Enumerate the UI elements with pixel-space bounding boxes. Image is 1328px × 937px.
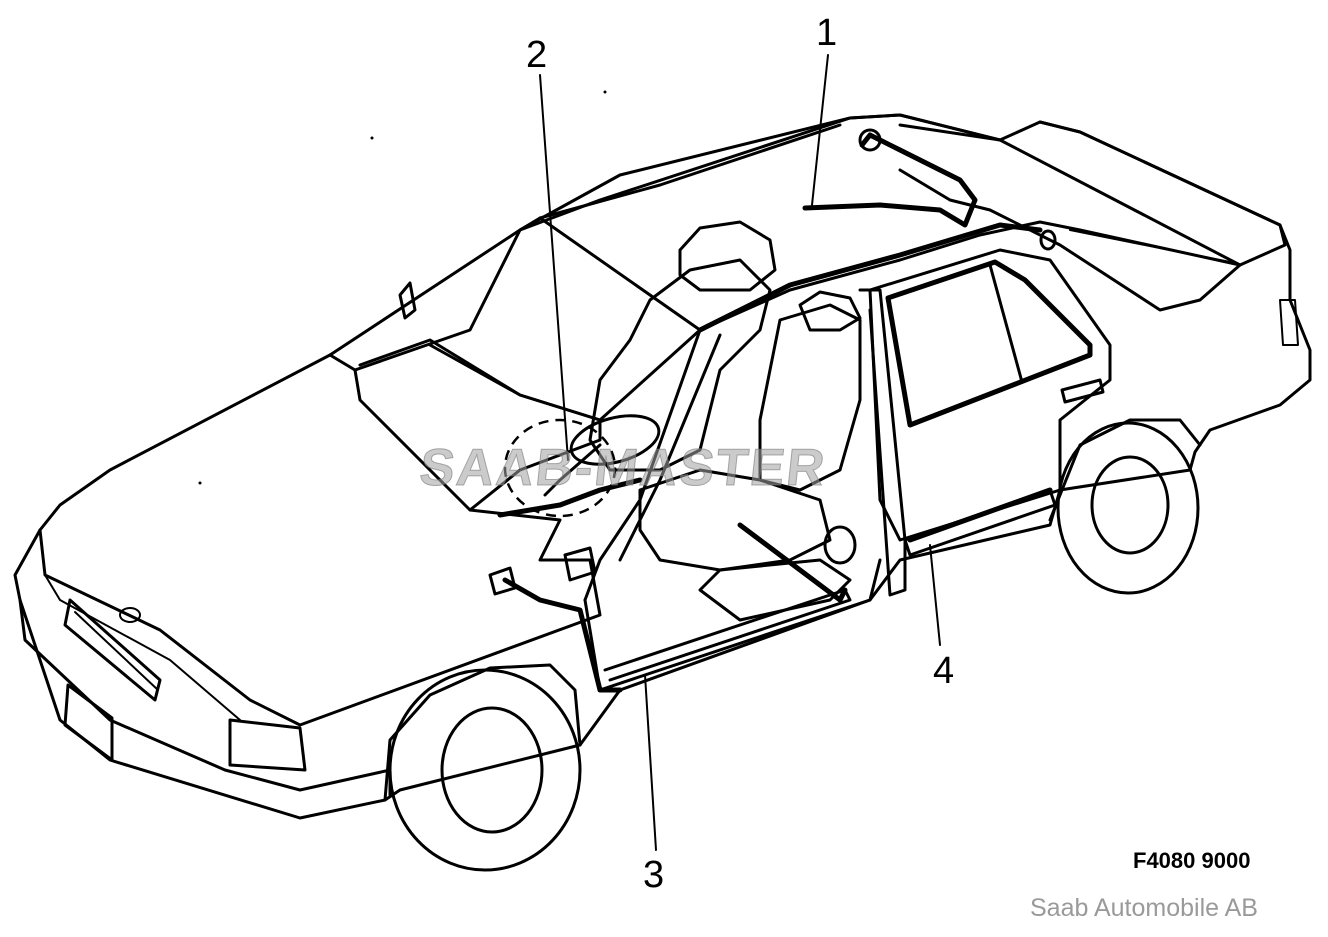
watermark-text: SAAB-MASTER bbox=[416, 439, 830, 498]
grille bbox=[63, 598, 162, 702]
side-mirror bbox=[398, 281, 417, 320]
b-pillar bbox=[858, 288, 907, 597]
trunk-lid bbox=[1038, 120, 1287, 267]
license-plate bbox=[63, 683, 114, 762]
side-roof-rail bbox=[698, 220, 1242, 332]
leader-line-2 bbox=[539, 74, 569, 461]
leader-line-4 bbox=[929, 544, 941, 646]
passenger-seat-back bbox=[758, 303, 862, 492]
front-rim bbox=[440, 706, 544, 834]
front-door-opening bbox=[583, 558, 882, 692]
wiring-harness-rear-sill bbox=[907, 487, 1053, 543]
headlight bbox=[228, 718, 307, 772]
hood-front-crease bbox=[44, 574, 241, 721]
dash-connector bbox=[563, 546, 597, 582]
tail-light bbox=[1279, 299, 1299, 346]
wiring-harness-sill bbox=[502, 577, 623, 693]
wiring-harness-floor bbox=[737, 522, 848, 603]
speck bbox=[603, 90, 607, 94]
speck bbox=[370, 136, 374, 140]
rear-rim bbox=[1090, 455, 1170, 555]
fuse-connector bbox=[488, 566, 517, 596]
rear-window bbox=[898, 123, 1242, 312]
roof-connector bbox=[858, 128, 882, 152]
grille-bar bbox=[74, 611, 159, 691]
callout-label-2: 2 bbox=[526, 34, 548, 76]
wiring-harness-front bbox=[497, 477, 643, 518]
steering-column bbox=[543, 443, 602, 497]
roof-inner-line bbox=[538, 123, 842, 220]
a-pillar bbox=[583, 328, 702, 602]
rear-window-inner bbox=[1069, 229, 1231, 263]
rear-door-handle bbox=[1060, 378, 1105, 404]
callout-label-4: 4 bbox=[933, 650, 955, 692]
leader-line-1 bbox=[811, 54, 829, 206]
driver-seat-cushion bbox=[638, 468, 832, 572]
wiring-harness-roof bbox=[802, 132, 978, 228]
leader-line-3 bbox=[644, 674, 657, 851]
windshield-frame bbox=[353, 216, 702, 422]
car-body-outline bbox=[13, 113, 1312, 820]
copyright-text: Saab Automobile AB bbox=[1030, 894, 1258, 922]
airbag-zone bbox=[503, 418, 617, 518]
rear-door bbox=[868, 248, 1112, 542]
front-wheel-arch bbox=[383, 663, 582, 802]
hood-outline bbox=[38, 353, 602, 727]
rear-wheel-arch bbox=[1048, 418, 1202, 522]
driver-seat-headrest bbox=[678, 220, 777, 292]
dashboard bbox=[358, 338, 602, 512]
wiring-harness-side bbox=[697, 222, 1043, 333]
front-sill bbox=[603, 588, 852, 682]
driver-seat-back bbox=[588, 258, 772, 472]
rear-door-window-divider bbox=[988, 263, 1024, 384]
figure-code: F4080 9000 bbox=[1133, 848, 1251, 873]
steering-wheel bbox=[569, 414, 661, 466]
roof-line bbox=[518, 113, 1002, 232]
hood-emblem bbox=[119, 607, 141, 623]
passenger-seat-headrest bbox=[798, 290, 862, 332]
front-bumper bbox=[18, 598, 392, 797]
rear-tire bbox=[1056, 421, 1200, 595]
callout-label-1: 1 bbox=[816, 12, 838, 54]
callout-label-3: 3 bbox=[643, 854, 665, 896]
floor-pan bbox=[698, 558, 852, 622]
side-connector bbox=[1039, 229, 1057, 251]
door-speaker bbox=[823, 525, 857, 565]
front-tire bbox=[388, 668, 582, 872]
a-pillar-inner bbox=[618, 333, 722, 562]
speck bbox=[198, 481, 202, 485]
rear-door-window bbox=[885, 259, 1093, 428]
